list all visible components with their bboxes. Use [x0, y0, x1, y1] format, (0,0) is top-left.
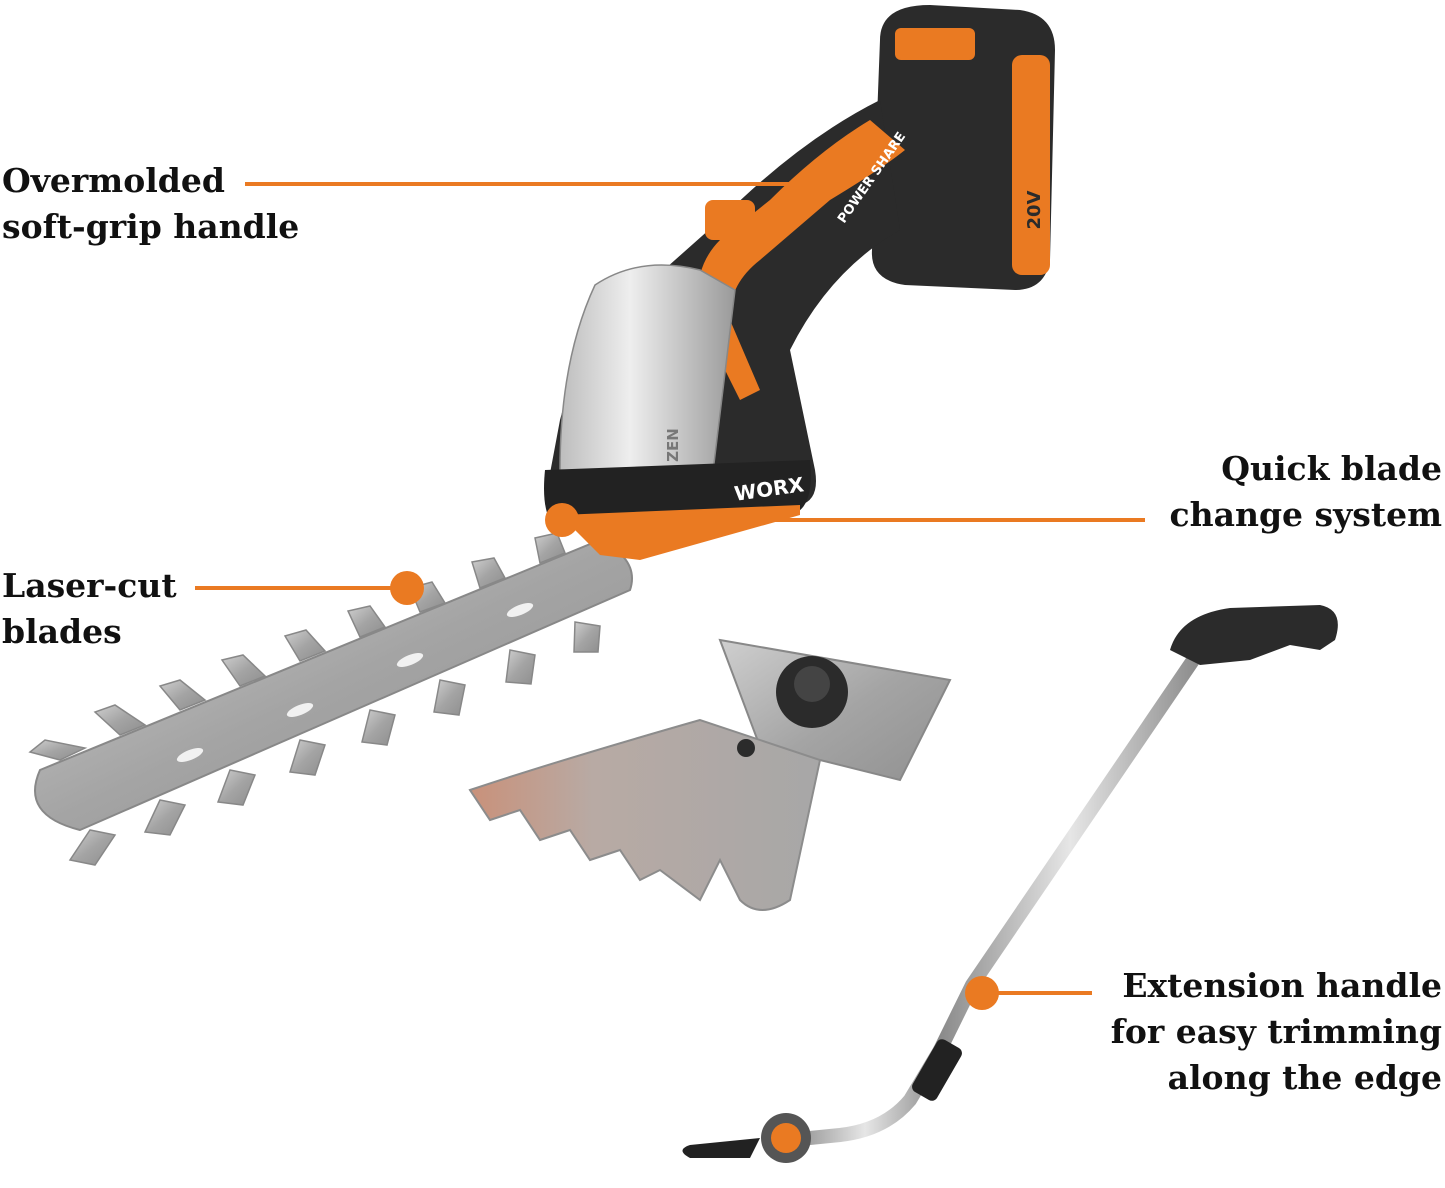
voltage-text: 20V: [1024, 190, 1045, 229]
hedge-blade: [28, 532, 633, 866]
zen-text: ZEN: [664, 428, 682, 462]
shear-body: [544, 5, 1055, 560]
callout-extension-line1: Extension handle: [1122, 966, 1442, 1005]
callout-blade-change-line2: change system: [1169, 495, 1442, 534]
callout-blades-line2: blades: [2, 612, 122, 651]
callout-extension-line3: along the edge: [1167, 1058, 1442, 1097]
callout-extension-line2: for easy trimming: [1110, 1012, 1442, 1051]
callout-handle-line1: Overmolded: [2, 161, 225, 200]
callout-blade-change-line1: Quick blade: [1221, 449, 1442, 488]
callout-blades-line1: Laser-cut: [2, 566, 177, 605]
callout-blades-label: Laser-cut blades: [2, 563, 177, 655]
callout-handle-line2: soft-grip handle: [2, 207, 300, 246]
callout-blade-change-label: Quick blade change system: [1169, 446, 1442, 538]
callout-extension-label: Extension handle for easy trimming along…: [1111, 963, 1442, 1101]
callout-handle-label: Overmolded soft-grip handle: [2, 158, 299, 250]
callout-lines: [195, 167, 1145, 1010]
shrub-blade: [468, 638, 952, 911]
